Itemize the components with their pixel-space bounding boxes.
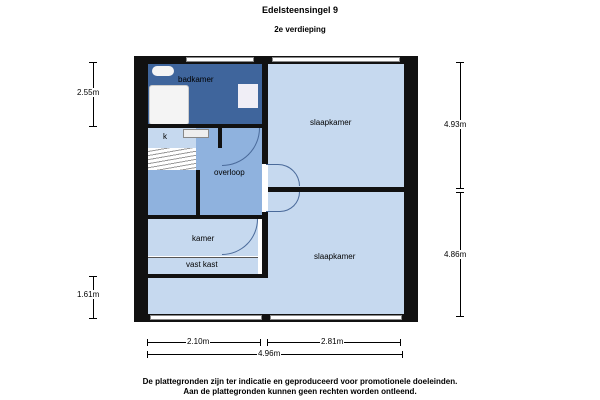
wall xyxy=(404,56,418,322)
wall xyxy=(134,56,148,322)
stair-landing xyxy=(148,170,196,215)
wall xyxy=(148,124,262,128)
wall xyxy=(148,215,262,219)
plan-title: Edelsteensingel 9 xyxy=(261,5,339,15)
room-slaapkamer-2-extension xyxy=(148,278,268,314)
sink-icon xyxy=(238,84,258,108)
kitchen-sink-icon xyxy=(183,129,209,138)
dimension-label: 4.96m xyxy=(257,349,282,358)
wall xyxy=(148,274,268,278)
wall xyxy=(218,128,222,148)
disclaimer-line-2: Aan de plattegronden kunnen geen rechten… xyxy=(183,387,417,396)
dimension-label: 4.86m xyxy=(443,250,468,259)
dimension-label: 1.61m xyxy=(76,290,101,299)
window xyxy=(272,57,400,62)
room-vast-kast xyxy=(148,257,258,275)
staircase xyxy=(148,148,196,170)
window xyxy=(186,57,254,62)
room-label-slaapkamer-1: slaapkamer xyxy=(310,118,352,127)
room-label-badkamer: badkamer xyxy=(178,75,214,84)
dimension-label: 2.10m xyxy=(186,337,211,346)
window xyxy=(150,315,262,320)
toilet-icon xyxy=(152,66,174,76)
bathtub-icon xyxy=(149,85,189,125)
room-label-overloop: overloop xyxy=(214,168,245,177)
dimension-label: 2.55m xyxy=(76,88,101,97)
disclaimer-line-1: De plattegronden zijn ter indicatie en g… xyxy=(142,377,458,386)
floor-label: 2e verdieping xyxy=(274,25,326,34)
room-label-k: k xyxy=(163,132,167,141)
wall xyxy=(268,187,404,192)
wall xyxy=(262,56,268,164)
room-slaapkamer-2 xyxy=(268,192,404,314)
room-label-slaapkamer-2: slaapkamer xyxy=(314,252,356,261)
dimension-label: 4.93m xyxy=(443,120,468,129)
room-label-vast-kast: vast kast xyxy=(186,260,218,269)
room-label-kamer: kamer xyxy=(192,234,215,243)
wall xyxy=(196,170,200,215)
window xyxy=(270,315,402,320)
dimension-label: 2.81m xyxy=(320,337,345,346)
wall xyxy=(262,212,268,278)
